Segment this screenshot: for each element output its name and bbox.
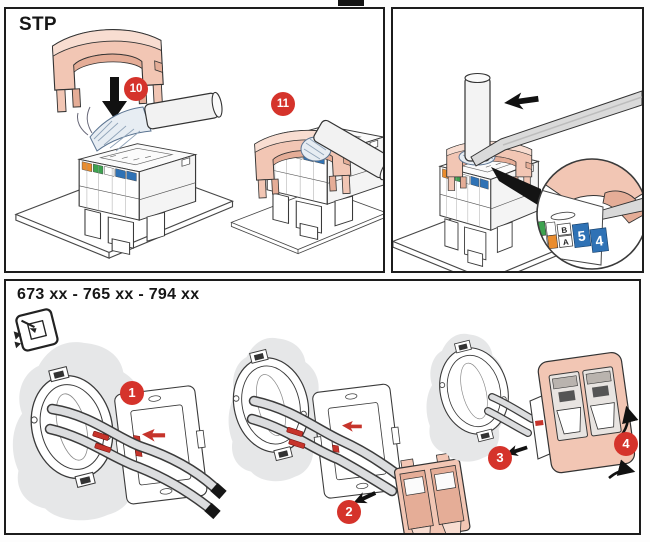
cables [484, 393, 536, 437]
screwdriver-highlight [502, 96, 642, 146]
cable [313, 119, 383, 181]
step-badge-2: 2 [337, 500, 361, 524]
magnifier-inset: B A 5 4 [537, 159, 642, 269]
wire-label-strip: B A 5 4 [537, 220, 609, 253]
cable [144, 91, 223, 130]
panel-stp-steps: STP 10 11 [4, 7, 385, 273]
stp-illustration [15, 26, 383, 259]
stp-label: STP [19, 14, 57, 35]
pair-5-label: 5 [577, 227, 587, 244]
latch-slot [550, 211, 576, 221]
panel-flush-mount: 673 xx - 765 xx - 794 xx 1 2 3 4 [4, 279, 641, 535]
flush-mount-icon [13, 308, 59, 352]
step-badge-11: 11 [271, 92, 295, 116]
stage-insert-support [12, 342, 227, 521]
magnifier-circle [536, 158, 642, 270]
wire-row-b-label: B [561, 225, 568, 235]
arrow-down-icon [102, 77, 127, 119]
magnifier-callout [491, 167, 541, 207]
mount-illustration [12, 308, 639, 533]
stp-shield-cap [51, 26, 165, 113]
stage-clip-module [221, 337, 472, 533]
step-10-scene [15, 26, 234, 259]
stage-fit-plate [426, 333, 639, 480]
curved-arrow-down-icon [608, 459, 636, 480]
step-badge-10: 10 [124, 77, 148, 101]
step-badge-4: 4 [614, 432, 638, 456]
arrow-left-icon [504, 92, 539, 110]
cables [44, 403, 227, 520]
support-frame [308, 382, 407, 500]
unlock-illustration: B A 5 4 [393, 72, 642, 271]
wire-row-a-label: A [562, 237, 569, 247]
step-badge-3: 3 [488, 446, 512, 470]
screwdriver-blade [470, 90, 642, 167]
page-tab-mark [338, 0, 364, 6]
step-badge-1: 1 [120, 381, 144, 405]
rj45-module-block [392, 451, 472, 533]
faceplate [536, 350, 637, 475]
pair-4-label: 4 [594, 232, 604, 249]
panel-unlock-tool: B A 5 4 [391, 7, 644, 273]
cables [246, 395, 404, 497]
step-11-scene [230, 119, 383, 255]
mount-title: 673 xx - 765 xx - 794 xx [17, 286, 200, 303]
